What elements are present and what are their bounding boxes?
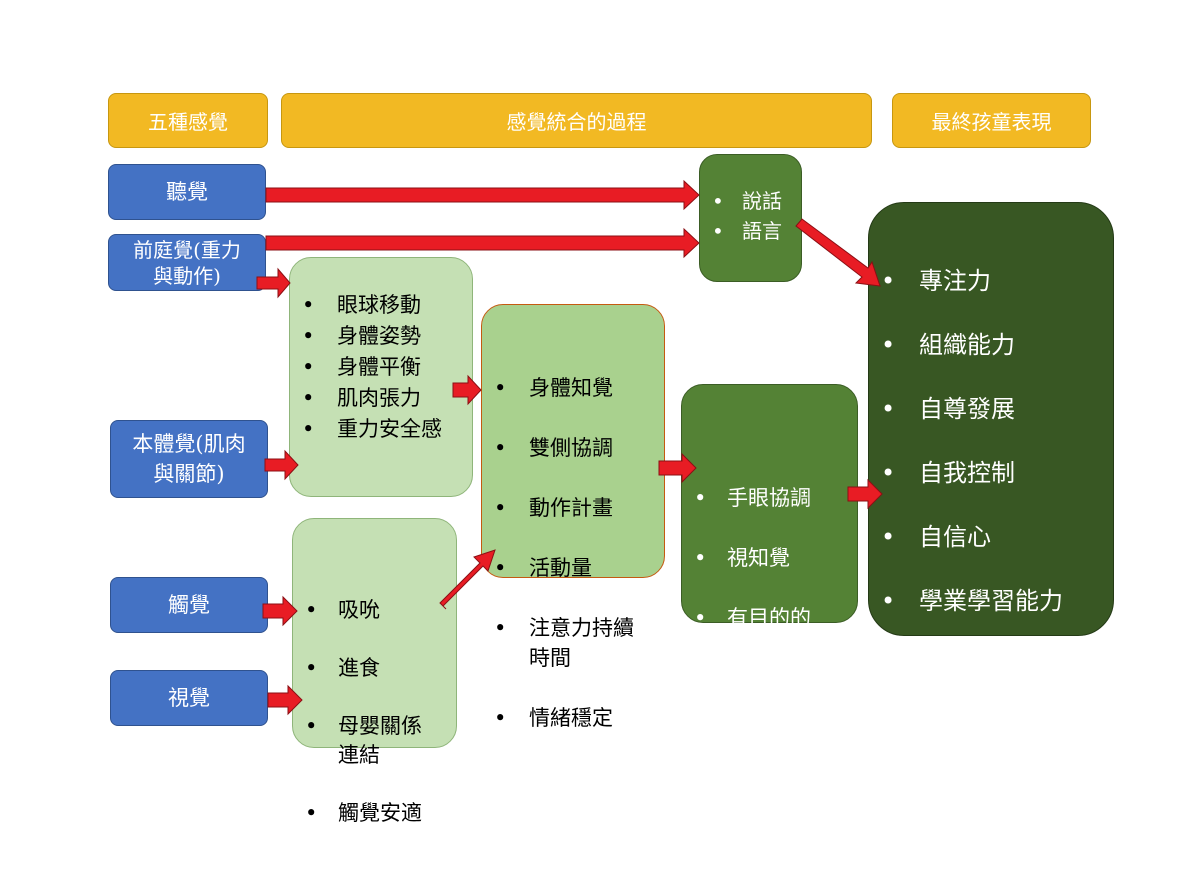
list-item: 身體知覺 (482, 373, 664, 403)
list-item: 自信心 (869, 521, 1113, 553)
header-five-senses: 五種感覺 (108, 93, 268, 148)
eye-hand-box: 手眼協調 視知覺 有目的的 活動 (681, 384, 858, 660)
list-item: 活動量 (482, 553, 664, 583)
speech-language-box: 說話 語言 (699, 154, 802, 282)
sense-vestibular: 前庭覺(重力 與動作) (108, 234, 266, 291)
sense-proprioception: 本體覺(肌肉 與關節) (110, 420, 268, 498)
list-item: 手眼協調 (682, 483, 857, 513)
list-item: 進食 (293, 654, 456, 683)
list-item: 自尊發展 (869, 393, 1113, 425)
list-item: 有目的的 活動 (682, 603, 857, 663)
header-process: 感覺統合的過程 (281, 93, 872, 148)
list-item: 靈活使用大腦 與身體每個部 位 (869, 745, 1113, 841)
sense-hearing: 聽覺 (108, 164, 266, 220)
list-item: 自我控制 (869, 457, 1113, 489)
list-item: 眼球移動 (290, 290, 442, 321)
list-item: 動作計畫 (482, 493, 664, 523)
touch-process-box: 吸吮 進食 母嬰關係 連結 觸覺安適 (292, 518, 457, 828)
list-item: 母嬰關係 連結 (293, 712, 456, 770)
list-item: 吸吮 (293, 596, 456, 625)
list-item: 重力安全感 (290, 414, 442, 445)
header-final-outcome: 最終孩童表現 (892, 93, 1091, 148)
list-item: 身體平衡 (290, 352, 442, 383)
list-item: 學業學習能力 (869, 585, 1113, 617)
list-item: 身體姿勢 (290, 321, 442, 352)
arrow-hearing-to-speech (265, 179, 700, 211)
list-item: 肌肉張力 (290, 383, 442, 414)
list-item: 說話 (700, 186, 782, 216)
sense-vision: 視覺 (110, 670, 268, 726)
list-item: 組織與思考能 力 (869, 649, 1113, 713)
list-item: 組織能力 (869, 329, 1113, 361)
outcome-box: 專注力 組織能力 自尊發展 自我控制 自信心 學業學習能力 組織與思考能 力 靈… (868, 202, 1114, 839)
list-item: 語言 (700, 216, 782, 246)
sense-touch: 觸覺 (110, 577, 268, 633)
list-item: 視知覺 (682, 543, 857, 573)
list-item: 觸覺安適 (293, 799, 456, 828)
body-integration-box: 身體知覺 雙側協調 動作計畫 活動量 注意力持續 時間 情緒穩定 (481, 304, 665, 733)
list-item: 情緒穩定 (482, 703, 664, 733)
list-item: 注意力持續 時間 (482, 613, 664, 673)
vestibular-process-box: 眼球移動 身體姿勢 身體平衡 肌肉張力 重力安全感 (289, 257, 473, 497)
list-item: 雙側協調 (482, 433, 664, 463)
arrow-vestibular-to-speech (265, 227, 700, 259)
list-item: 專注力 (869, 265, 1113, 297)
